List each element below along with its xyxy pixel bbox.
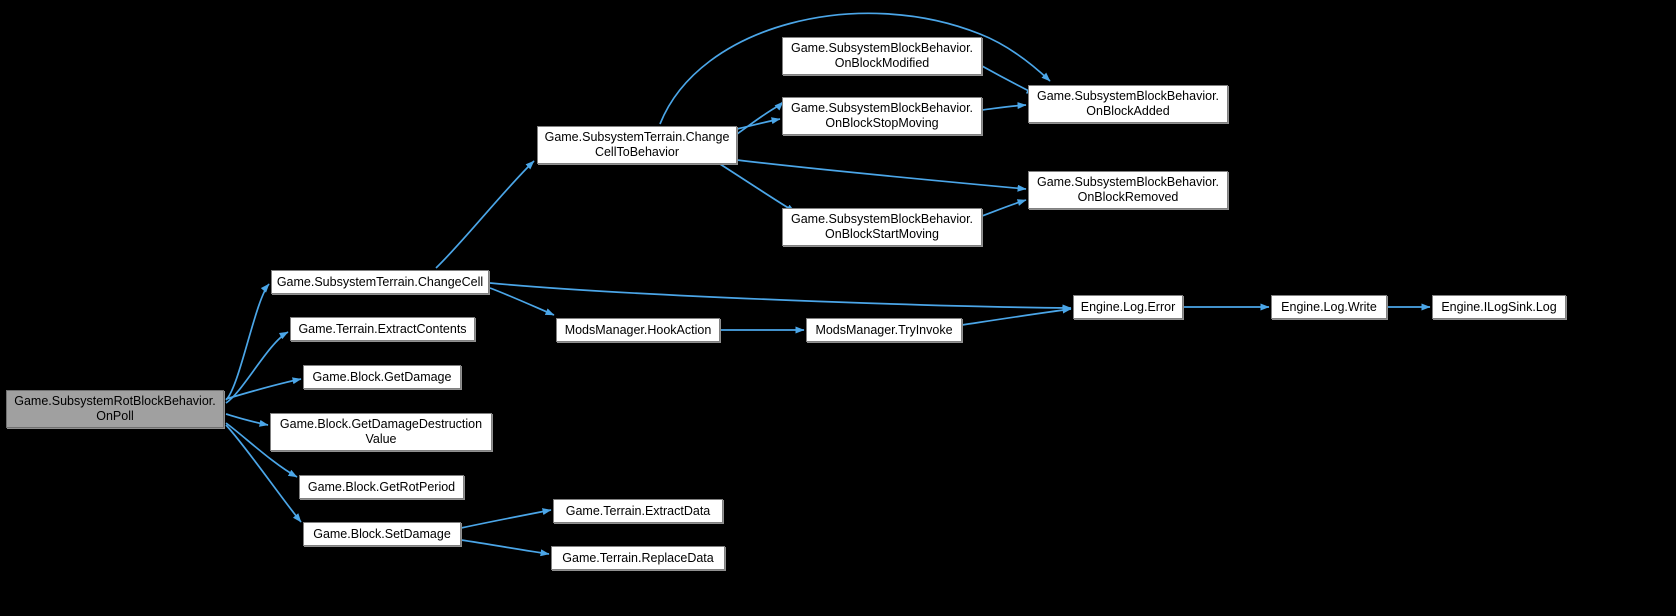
graph-node-label: Game.SubsystemTerrain.Change CellToBehav…	[544, 130, 730, 159]
graph-edge-setdamage-to-extractdata	[460, 508, 552, 529]
graph-node-ilogsinklog[interactable]: Engine.ILogSink.Log	[1432, 295, 1566, 319]
graph-edge-root-to-changecell	[225, 283, 270, 401]
graph-node-label: Game.Block.GetRotPeriod	[307, 479, 456, 494]
graph-node-logwrite[interactable]: Engine.Log.Write	[1271, 295, 1387, 319]
graph-node-onblockstopmoving[interactable]: Game.SubsystemBlockBehavior. OnBlockStop…	[782, 97, 982, 135]
graph-edge-changecelltobehavior-to-onblockstopmoving	[736, 117, 781, 130]
graph-edge-root-to-getdamage	[225, 377, 302, 400]
graph-node-changecell[interactable]: Game.SubsystemTerrain.ChangeCell	[271, 270, 489, 294]
graph-node-onblockadded[interactable]: Game.SubsystemBlockBehavior. OnBlockAdde…	[1028, 85, 1228, 123]
graph-node-getdamagedestruction[interactable]: Game.Block.GetDamageDestruction Value	[270, 413, 492, 451]
graph-node-label: Game.SubsystemBlockBehavior. OnBlockModi…	[790, 41, 974, 70]
graph-node-label: Game.Terrain.ExtractData	[565, 503, 711, 518]
graph-edge-onblockstopmoving-to-onblockadded	[981, 102, 1027, 111]
graph-node-label: ModsManager.TryInvoke	[815, 322, 953, 337]
graph-edge-root-to-getdamagedestruction	[225, 413, 269, 427]
graph-node-onblockmodified[interactable]: Game.SubsystemBlockBehavior. OnBlockModi…	[782, 37, 982, 75]
graph-edge-changecelltobehavior-to-onblockmodified	[736, 101, 784, 135]
graph-edge-setdamage-to-replacedata	[460, 539, 550, 557]
graph-node-label: Engine.Log.Error	[1080, 299, 1176, 314]
graph-node-logerror[interactable]: Engine.Log.Error	[1073, 295, 1183, 319]
graph-node-label: Game.SubsystemBlockBehavior. OnBlockStar…	[790, 212, 974, 241]
graph-node-label: Game.Block.SetDamage	[313, 526, 451, 541]
graph-node-label: Game.Terrain.ExtractContents	[298, 321, 467, 336]
graph-node-label: Game.Block.GetDamage	[312, 369, 452, 384]
graph-node-changecelltobehavior[interactable]: Game.SubsystemTerrain.Change CellToBehav…	[537, 126, 737, 164]
graph-node-replacedata[interactable]: Game.Terrain.ReplaceData	[551, 546, 725, 570]
graph-node-label: Game.Block.GetDamageDestruction Value	[279, 417, 483, 446]
graph-edge-onblockstartmoving-to-onblockremoved	[981, 199, 1027, 217]
graph-node-label: Game.Terrain.ReplaceData	[562, 550, 714, 565]
graph-edge-changecelltobehavior-to-onblockstartmoving	[719, 163, 796, 213]
graph-node-label: Game.SubsystemBlockBehavior. OnBlockRemo…	[1036, 175, 1220, 204]
graph-edge-changecell-to-changecelltobehavior	[435, 160, 535, 269]
graph-node-label: Engine.Log.Write	[1281, 299, 1377, 314]
graph-node-getdamage[interactable]: Game.Block.GetDamage	[303, 365, 461, 389]
graph-node-hookaction[interactable]: ModsManager.HookAction	[556, 318, 720, 342]
graph-node-label: Game.SubsystemBlockBehavior. OnBlockAdde…	[1036, 89, 1220, 118]
graph-node-extractdata[interactable]: Game.Terrain.ExtractData	[553, 499, 723, 523]
graph-node-extractcontents[interactable]: Game.Terrain.ExtractContents	[290, 317, 475, 341]
graph-edge-root-to-extractcontents	[225, 331, 289, 404]
graph-edge-changecell-to-logerror	[489, 282, 1072, 312]
graph-node-label: Game.SubsystemBlockBehavior. OnBlockStop…	[790, 101, 974, 130]
graph-node-label: ModsManager.HookAction	[564, 322, 712, 337]
graph-node-setdamage[interactable]: Game.Block.SetDamage	[303, 522, 461, 546]
graph-node-onblockremoved[interactable]: Game.SubsystemBlockBehavior. OnBlockRemo…	[1028, 171, 1228, 209]
graph-node-onblockstartmoving[interactable]: Game.SubsystemBlockBehavior. OnBlockStar…	[782, 208, 982, 246]
graph-edge-changecell-to-hookaction	[489, 287, 555, 316]
graph-edge-tryinvoke-to-logerror	[961, 306, 1072, 326]
graph-node-label: Game.SubsystemRotBlockBehavior. OnPoll	[14, 394, 216, 423]
graph-node-label: Game.SubsystemTerrain.ChangeCell	[276, 274, 484, 289]
graph-node-root[interactable]: Game.SubsystemRotBlockBehavior. OnPoll	[6, 390, 224, 428]
graph-node-getrotperiod[interactable]: Game.Block.GetRotPeriod	[299, 475, 464, 499]
graph-node-tryinvoke[interactable]: ModsManager.TryInvoke	[806, 318, 962, 342]
graph-edge-changecelltobehavior-to-onblockremoved	[736, 159, 1027, 192]
graph-node-label: Engine.ILogSink.Log	[1441, 299, 1557, 314]
